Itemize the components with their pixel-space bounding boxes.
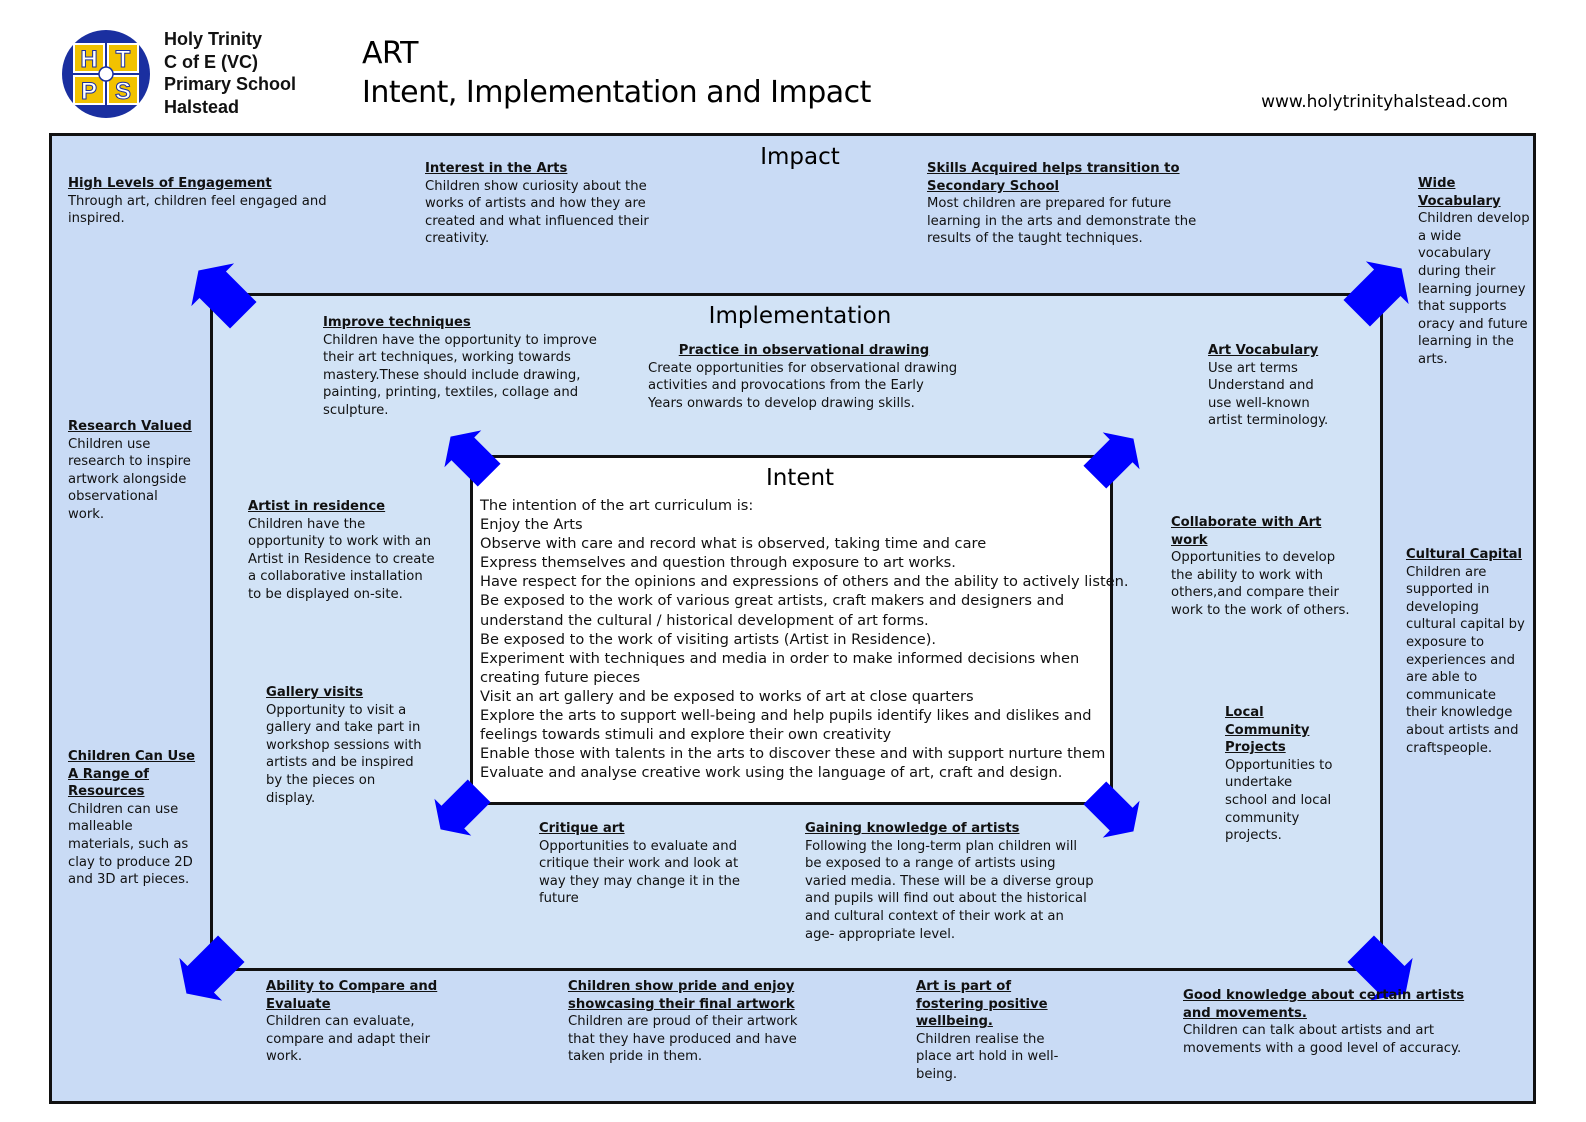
intent-line: Have respect for the opinions and expres… — [480, 573, 1129, 591]
implementation-item-heading: Gallery visits — [266, 685, 364, 700]
implementation-item-body: Create opportunities for observational d… — [648, 360, 958, 411]
logo-letter-1: H — [80, 46, 97, 73]
implementation-title: Implementation — [708, 303, 892, 329]
implementation-item-body: Following the long-term plan children wi… — [805, 838, 1094, 942]
website-link[interactable]: www.holytrinityhalstead.com — [1261, 92, 1508, 112]
impact-item-body: Children can use malleable materials, su… — [68, 801, 193, 888]
implementation-item-body: Children have the opportunity to work wi… — [248, 516, 435, 602]
implementation-item-heading: Artist in residence — [248, 499, 386, 514]
impact-item-heading: Cultural Capital — [1406, 547, 1523, 562]
implementation-item: Gallery visits Opportunity to visit a ga… — [266, 684, 424, 807]
implementation-item: Collaborate with Art work Opportunities … — [1171, 514, 1351, 620]
impact-title: Impact — [760, 144, 840, 170]
impact-item-heading: Ability to Compare and Evaluate — [266, 979, 438, 1012]
logo-letter-3: P — [81, 78, 97, 105]
implementation-item-heading: Improve techniques — [323, 315, 471, 330]
impact-item: Good knowledge about certain artists and… — [1183, 987, 1473, 1057]
implementation-item-body: Children have the opportunity to improve… — [323, 332, 597, 418]
implementation-item-body: Opportunities to develop the ability to … — [1171, 550, 1350, 618]
intent-line: Enjoy the Arts — [480, 516, 583, 534]
implementation-item: Critique art Opportunities to evaluate a… — [539, 820, 747, 908]
intent-title: Intent — [765, 465, 835, 491]
intent-line: understand the cultural / historical dev… — [480, 611, 929, 629]
impact-item-body: Children can talk about artists and art … — [1183, 1023, 1462, 1056]
intent-line: Explore the arts to support well-being a… — [480, 707, 1092, 725]
intent-statement: The intention of the art curriculum is: … — [480, 496, 1129, 782]
intent-line: The intention of the art curriculum is: — [480, 497, 754, 514]
document-title: ART Intent, Implementation and Impact — [362, 34, 871, 112]
intent-line: creating future pieces — [480, 668, 641, 686]
implementation-item-heading: Local Community Projects — [1225, 705, 1310, 756]
impact-item-heading: Art is part of fostering positive wellbe… — [916, 979, 1048, 1030]
title-subject: ART — [362, 36, 419, 71]
impact-item: Interest in the Arts Children show curio… — [425, 160, 655, 248]
impact-item-body: Most children are prepared for future le… — [927, 196, 1197, 247]
impact-item: High Levels of Engagement Through art, c… — [68, 175, 338, 228]
implementation-item: Art Vocabulary Use art terms Understand … — [1208, 342, 1330, 430]
logo-emblem-icon — [98, 66, 114, 82]
impact-item-body: Children use research to inspire artwork… — [68, 436, 191, 522]
implementation-item: Gaining knowledge of artists Following t… — [805, 820, 1097, 943]
impact-item-body: Children are supported in developing cul… — [1406, 564, 1525, 756]
implementation-item: Improve techniques Children have the opp… — [323, 314, 603, 420]
intent-line: Be exposed to the work of visiting artis… — [480, 630, 937, 648]
impact-item: Art is part of fostering positive wellbe… — [916, 978, 1076, 1084]
impact-item-heading: Wide Vocabulary — [1418, 176, 1501, 209]
implementation-item: Practice in observational drawing Create… — [648, 342, 960, 412]
impact-item-body: Through art, children feel engaged and i… — [68, 193, 327, 227]
intent-line: Enable those with talents in the arts to… — [480, 745, 1106, 763]
impact-item-heading: Good knowledge about certain artists and… — [1183, 988, 1465, 1021]
impact-item: Children Can Use A Range of Resources Ch… — [68, 748, 198, 889]
implementation-item-body: Opportunities to undertake school and lo… — [1225, 757, 1333, 844]
intent-line: Be exposed to the work of various great … — [480, 592, 1065, 610]
intent-line: feelings towards stimuli and explore the… — [480, 726, 892, 744]
impact-item-body: Children are proud of their artwork that… — [568, 1014, 798, 1065]
impact-item: Wide Vocabulary Children develop a wide … — [1418, 175, 1530, 369]
implementation-item-heading: Critique art — [539, 821, 625, 836]
implementation-item-body: Opportunities to evaluate and critique t… — [539, 838, 741, 907]
school-name: Holy Trinity C of E (VC) Primary School … — [164, 28, 296, 118]
impact-item-heading: Children show pride and enjoy showcasing… — [568, 979, 795, 1012]
school-name-line: Primary School — [164, 74, 297, 94]
impact-item: Cultural Capital Children are supported … — [1406, 546, 1528, 757]
impact-item-heading: Interest in the Arts — [425, 161, 568, 176]
implementation-item-heading: Gaining knowledge of artists — [805, 821, 1020, 836]
school-name-line: Halstead — [164, 96, 240, 117]
implementation-item: Local Community Projects Opportunities t… — [1225, 704, 1337, 845]
impact-item: Research Valued Children use research to… — [68, 418, 196, 524]
title-subtitle: Intent, Implementation and Impact — [362, 75, 871, 110]
impact-item-heading: Children Can Use A Range of Resources — [68, 749, 196, 800]
impact-item: Skills Acquired helps transition to Seco… — [927, 160, 1227, 248]
intent-line: Express themselves and question through … — [480, 554, 956, 572]
intent-line: Experiment with techniques and media in … — [480, 649, 1080, 667]
impact-item-body: Children realise the place art hold in w… — [916, 1031, 1059, 1082]
intent-frame — [470, 455, 1113, 805]
implementation-item: Artist in residence Children have the op… — [248, 498, 438, 604]
logo-letter-2: T — [116, 46, 131, 73]
impact-item-body: Children can evaluate, compare and adapt… — [266, 1014, 431, 1065]
implementation-item-body: Opportunity to visit a gallery and take … — [266, 702, 422, 806]
logo-letter-4: S — [115, 78, 131, 105]
impact-item: Children show pride and enjoy showcasing… — [568, 978, 798, 1066]
impact-item-body: Children develop a wide vocabulary durin… — [1418, 211, 1530, 367]
school-name-line: Holy Trinity — [164, 29, 263, 49]
impact-item-heading: Research Valued — [68, 419, 192, 434]
implementation-item-heading: Practice in observational drawing — [678, 343, 930, 358]
school-name-line: C of E (VC) — [164, 51, 258, 72]
impact-item: Ability to Compare and Evaluate Children… — [266, 978, 444, 1066]
school-logo: H T P S — [62, 30, 150, 118]
implementation-item-heading: Art Vocabulary — [1208, 343, 1319, 358]
implementation-item-body: Use art terms Understand and use well-kn… — [1208, 360, 1329, 429]
implementation-item-heading: Collaborate with Art work — [1171, 515, 1322, 548]
intent-line: Observe with care and record what is obs… — [480, 535, 987, 553]
impact-item-heading: Skills Acquired helps transition to Seco… — [927, 161, 1180, 194]
impact-item-body: Children show curiosity about the works … — [425, 178, 649, 247]
intent-line: Evaluate and analyse creative work using… — [480, 764, 1063, 782]
intent-line: Visit an art gallery and be exposed to w… — [480, 687, 974, 705]
impact-item-heading: High Levels of Engagement — [68, 176, 272, 191]
